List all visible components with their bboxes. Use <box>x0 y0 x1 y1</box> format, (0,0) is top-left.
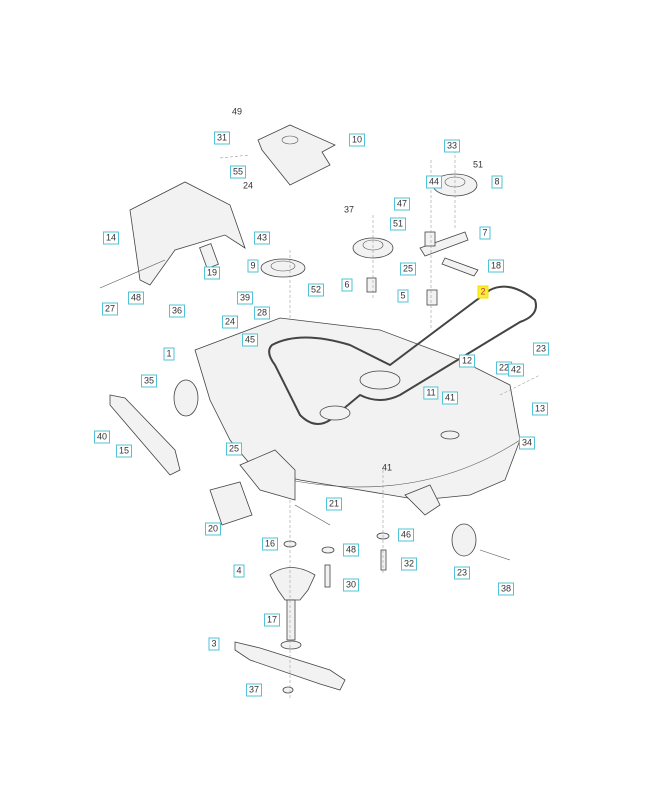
baffle-15 <box>109 394 181 476</box>
callout-41: 41 <box>381 462 393 473</box>
callout-48: 48 <box>127 291 145 305</box>
callout-28: 28 <box>253 306 271 320</box>
callout-34: 34 <box>518 436 536 450</box>
callout-12: 12 <box>458 354 476 368</box>
callout-41: 41 <box>441 391 459 405</box>
callout-27: 27 <box>101 302 119 316</box>
spindle-housing <box>269 567 316 601</box>
callout-43: 43 <box>253 231 271 245</box>
callout-30: 30 <box>342 578 360 592</box>
spring <box>441 257 479 277</box>
callout-35: 35 <box>140 374 158 388</box>
callout-21: 21 <box>325 497 343 511</box>
callout-17: 17 <box>263 613 281 627</box>
callout-49: 49 <box>231 106 243 117</box>
callout-5: 5 <box>397 289 409 303</box>
callout-38: 38 <box>497 582 515 596</box>
callout-37: 37 <box>245 683 263 697</box>
callout-40: 40 <box>93 430 111 444</box>
discharge-chute <box>129 181 246 286</box>
callout-1: 1 <box>163 347 175 361</box>
callout-45: 45 <box>241 333 259 347</box>
callout-51: 51 <box>472 159 484 170</box>
callout-55: 55 <box>229 165 247 179</box>
spindle-pulley <box>319 405 351 421</box>
callout-24: 24 <box>221 315 239 329</box>
callout-16: 16 <box>261 537 279 551</box>
callout-44: 44 <box>425 175 443 189</box>
belt-cover-plate <box>257 124 336 186</box>
callout-51: 51 <box>389 217 407 231</box>
drive-pulley <box>359 370 401 390</box>
callout-23: 23 <box>453 566 471 580</box>
callout-52: 52 <box>307 283 325 297</box>
callout-9: 9 <box>247 259 259 273</box>
callout-33: 33 <box>443 139 461 153</box>
callout-8: 8 <box>491 175 503 189</box>
callout-4: 4 <box>233 564 245 578</box>
roller-20 <box>209 481 253 526</box>
drive-belt <box>268 285 537 425</box>
callout-13: 13 <box>531 402 549 416</box>
callout-31: 31 <box>213 131 231 145</box>
callout-36: 36 <box>168 304 186 318</box>
callout-37: 37 <box>343 204 355 215</box>
idler-pulley-9 <box>260 258 306 278</box>
idler-arm <box>419 231 469 257</box>
callout-25: 25 <box>399 262 417 276</box>
callout-6: 6 <box>341 278 353 292</box>
callout-20: 20 <box>204 522 222 536</box>
anti-scalp-wheel-left <box>173 379 199 417</box>
callout-46: 46 <box>397 528 415 542</box>
callout-18: 18 <box>487 259 505 273</box>
callout-7: 7 <box>479 226 491 240</box>
callout-3: 3 <box>208 637 220 651</box>
callout-14: 14 <box>102 231 120 245</box>
callout-25: 25 <box>225 442 243 456</box>
callout-39: 39 <box>236 291 254 305</box>
callout-42: 42 <box>507 363 525 377</box>
callout-48: 48 <box>342 543 360 557</box>
callout-19: 19 <box>203 266 221 280</box>
callout-11: 11 <box>423 386 439 400</box>
callout-2: 2 <box>477 285 489 299</box>
callout-10: 10 <box>348 133 366 147</box>
callout-24: 24 <box>242 180 254 191</box>
callout-32: 32 <box>400 557 418 571</box>
callout-15: 15 <box>115 444 133 458</box>
callout-47: 47 <box>393 197 411 211</box>
callout-23: 23 <box>532 342 550 356</box>
bracket <box>239 449 296 501</box>
